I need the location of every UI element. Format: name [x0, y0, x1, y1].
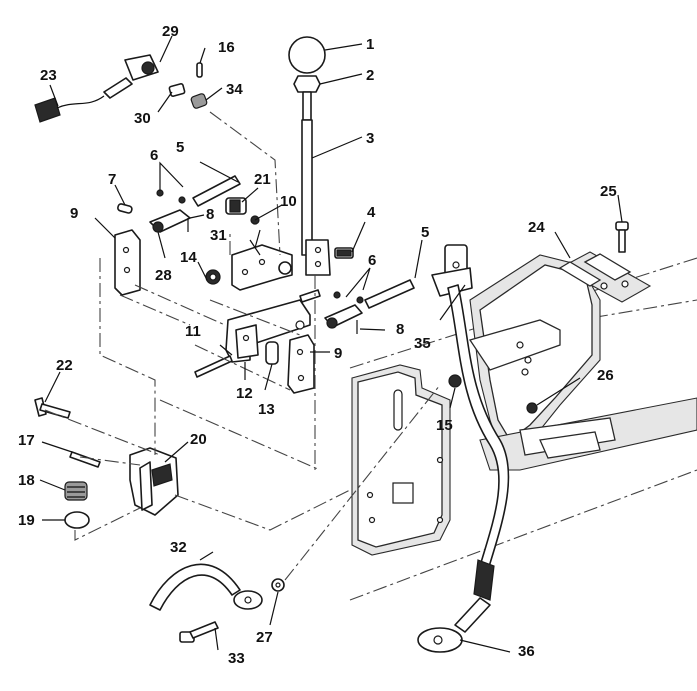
- nut-15: [448, 374, 462, 388]
- grommet-14: [205, 269, 221, 285]
- callout-5-lower: 5: [421, 224, 429, 241]
- selector-plate-12: [225, 299, 311, 363]
- callout-3: 3: [366, 130, 374, 147]
- callout-9-lower: 9: [334, 345, 342, 362]
- rod-end-5-upper: [192, 175, 241, 207]
- callout-20: 20: [190, 431, 207, 448]
- callout-31: 31: [210, 227, 227, 244]
- callout-32: 32: [170, 539, 187, 556]
- callout-30: 30: [134, 110, 151, 127]
- callout-5-upper: 5: [176, 139, 184, 156]
- callout-1: 1: [366, 36, 374, 53]
- pin-7: [117, 203, 133, 214]
- callout-21: 21: [254, 171, 271, 188]
- callouts: 1 2 3 4 5 5 6 6 7 8 8 9 9 10 11 12 13 14…: [18, 23, 617, 667]
- hinge-bracket-24: [558, 251, 652, 303]
- bolt-33: [179, 621, 219, 643]
- callout-4: 4: [367, 204, 376, 221]
- callout-25: 25: [600, 183, 617, 200]
- star-washer-27: [271, 578, 285, 592]
- clip-6-upper: [156, 189, 186, 204]
- shift-knob-1: [288, 36, 326, 74]
- jam-nut-2: [293, 75, 321, 93]
- callout-35: 35: [414, 335, 431, 352]
- callout-15: 15: [436, 417, 453, 434]
- switch-29: [103, 54, 159, 99]
- pin-17: [69, 451, 101, 468]
- side-plate-9-left: [114, 229, 141, 296]
- pivot-bracket-31: [231, 229, 293, 291]
- pin-11: [194, 355, 233, 378]
- callout-24: 24: [528, 219, 545, 236]
- phantom-linkage-lines: [44, 111, 441, 581]
- shift-lever-3: [301, 91, 331, 276]
- callout-23: 23: [40, 67, 57, 84]
- pin-16: [196, 62, 203, 78]
- callout-8-upper: 8: [206, 206, 214, 223]
- callout-33: 33: [228, 650, 245, 667]
- cable-fitting-21: [225, 197, 247, 215]
- callout-14: 14: [180, 249, 197, 266]
- connector-23: [34, 95, 105, 123]
- clevis-28: [149, 209, 191, 233]
- pivot-bracket-20: [129, 447, 179, 516]
- callout-18: 18: [18, 472, 35, 489]
- cable-32: [149, 563, 263, 611]
- callout-7: 7: [108, 171, 116, 188]
- bushing-13: [265, 341, 279, 365]
- bolt-22: [34, 397, 71, 419]
- callout-6-upper: 6: [150, 147, 158, 164]
- callout-19: 19: [18, 512, 35, 529]
- callout-6-lower: 6: [368, 252, 376, 269]
- spring-18: [64, 481, 88, 501]
- callout-10: 10: [280, 193, 297, 210]
- spring-34: [190, 93, 208, 109]
- callout-9-upper: 9: [70, 205, 78, 222]
- mounting-plate: [351, 364, 451, 556]
- callout-16: 16: [218, 39, 235, 56]
- callout-8-lower: 8: [396, 321, 404, 338]
- callout-11: 11: [185, 323, 201, 340]
- spacer-30: [168, 83, 186, 97]
- callout-17: 17: [18, 432, 35, 449]
- callout-12: 12: [236, 385, 253, 402]
- leader-lines: [39, 35, 623, 653]
- nut-26: [526, 402, 538, 414]
- callout-36: 36: [518, 643, 535, 660]
- callout-2: 2: [366, 67, 374, 84]
- chassis-frame: [349, 254, 697, 601]
- callout-29: 29: [162, 23, 179, 40]
- callout-22: 22: [56, 357, 73, 374]
- callout-28: 28: [155, 267, 172, 284]
- callout-13: 13: [258, 401, 275, 418]
- callout-34: 34: [226, 81, 243, 98]
- callout-27: 27: [256, 629, 273, 646]
- bushing-4: [334, 247, 354, 259]
- callout-26: 26: [597, 367, 614, 384]
- bolt-25: [615, 221, 629, 253]
- cap-19: [64, 511, 90, 529]
- side-plate-9-right: [287, 334, 315, 394]
